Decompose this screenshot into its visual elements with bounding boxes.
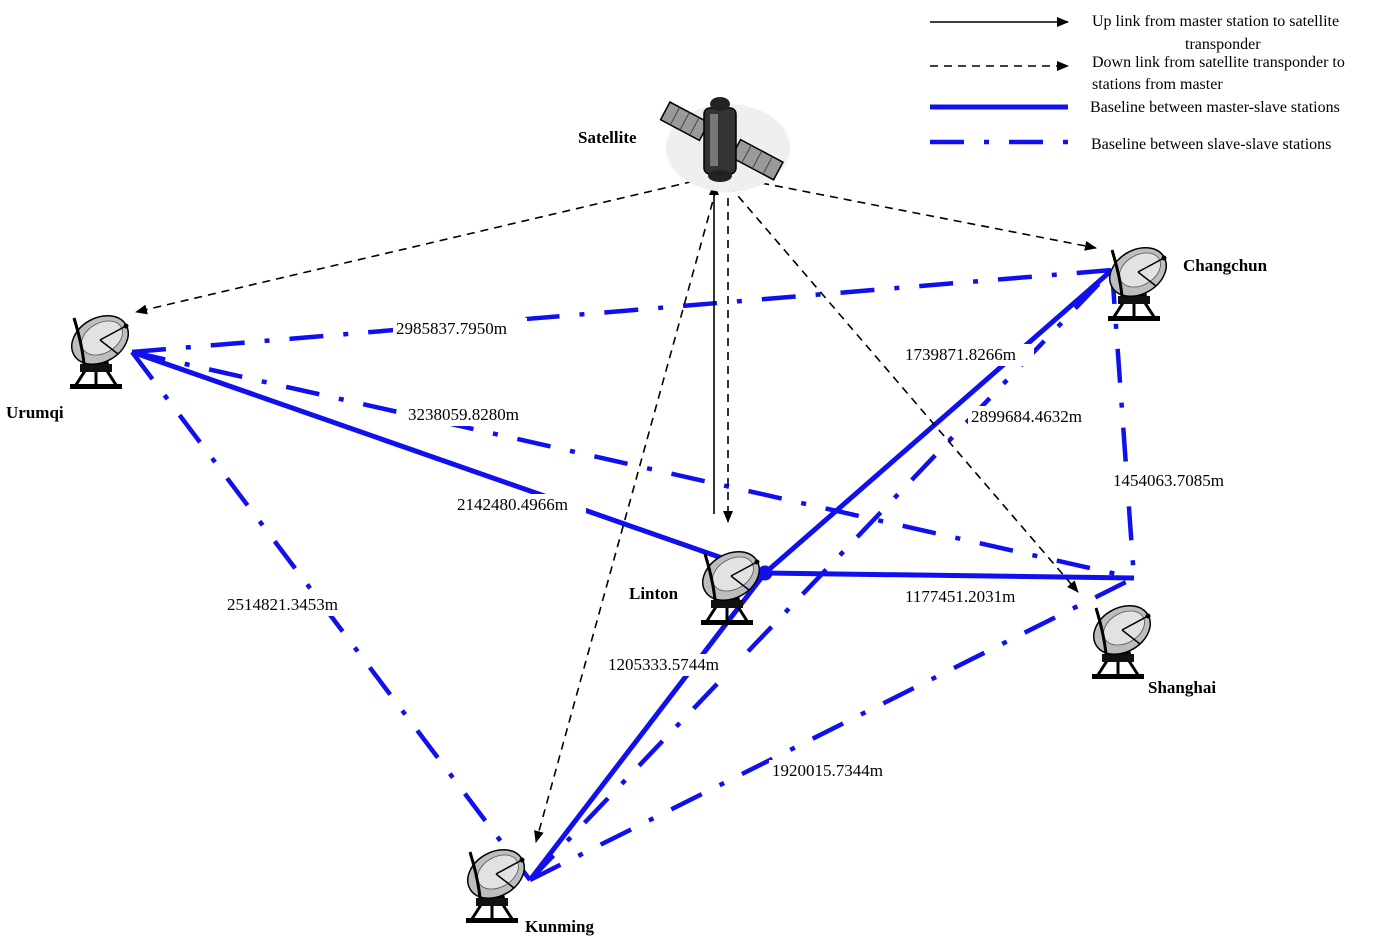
- legend-label-slave-slave: Baseline between slave-slave stations: [1091, 136, 1331, 153]
- downlink-satellite-urumqi: [135, 174, 721, 315]
- station-label-changchun: Changchun: [1183, 256, 1268, 275]
- legend-label-uplink-line2: transponder: [1185, 36, 1261, 53]
- shanghai-dish-icon: [1083, 594, 1161, 681]
- baseline-linton-shanghai: [764, 570, 1135, 581]
- distance-label-linton-shanghai: 1177451.2031m: [905, 587, 1015, 606]
- legend-label-downlink: Down link from satellite transponder to: [1092, 54, 1345, 71]
- distance-label-urumqi-linton: 2142480.4966m: [457, 495, 568, 514]
- baseline-linton-kunming: [528, 571, 767, 882]
- distance-label-urumqi-changchun: 2985837.7950m: [396, 319, 507, 338]
- kunming-dish-icon: [457, 838, 535, 925]
- station-label-kunming: Kunming: [525, 917, 594, 936]
- downlink-satellite-kunming: [534, 174, 721, 843]
- distance-labels: 2985837.7950m 3238059.8280m 2142480.4966…: [224, 318, 1242, 782]
- baselines-layer: [130, 267, 1137, 883]
- distance-label-linton-changchun: 1739871.8266m: [905, 345, 1016, 364]
- distance-label-kunming-changchun: 2899684.4632m: [971, 407, 1082, 426]
- distance-label-kunming-shanghai: 1920015.7344m: [772, 761, 883, 780]
- station-label-shanghai: Shanghai: [1148, 678, 1216, 697]
- distance-label-linton-kunming: 1205333.5744m: [608, 655, 719, 674]
- baseline-urumqi-shanghai: [131, 349, 1135, 581]
- station-label-urumqi: Urumqi: [6, 403, 64, 422]
- satellite-label: Satellite: [578, 128, 637, 147]
- distance-label-urumqi-kunming: 2514821.3453m: [227, 595, 338, 614]
- links-layer: [135, 174, 1097, 843]
- distance-label-urumqi-shanghai: 3238059.8280m: [408, 405, 519, 424]
- master-node-marker: [757, 565, 773, 581]
- baseline-changchun-shanghai: [1109, 269, 1137, 579]
- urumqi-dish-icon: [61, 304, 139, 391]
- satellite-icon: [659, 97, 790, 192]
- station-label-linton: Linton: [629, 584, 679, 603]
- legend: Up link from master station to satellite…: [930, 13, 1345, 153]
- baseline-kunming-shanghai: [528, 575, 1136, 883]
- legend-label-downlink-line2: stations from master: [1092, 76, 1223, 93]
- baseline-linton-changchun: [763, 268, 1114, 575]
- distance-label-changchun-shanghai: 1454063.7085m: [1113, 471, 1224, 490]
- changchun-dish-icon: [1099, 236, 1177, 323]
- baseline-urumqi-linton: [131, 349, 766, 576]
- legend-label-master-slave: Baseline between master-slave stations: [1090, 99, 1340, 116]
- legend-label-uplink: Up link from master station to satellite: [1092, 13, 1339, 30]
- downlink-satellite-shanghai: [719, 174, 1079, 593]
- downlink-satellite-changchun: [719, 174, 1097, 251]
- baseline-urumqi-changchun: [131, 267, 1113, 355]
